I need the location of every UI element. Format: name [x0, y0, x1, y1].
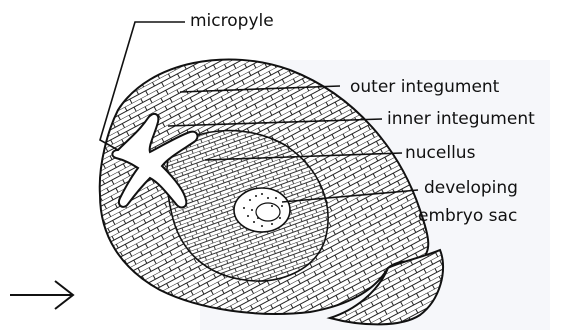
label-embryo-sac: embryo sac — [418, 206, 517, 226]
label-inner-integument: inner integument — [387, 109, 535, 129]
label-developing: developing — [424, 178, 518, 198]
label-micropyle: micropyle — [190, 11, 274, 31]
arrow-right-icon — [10, 281, 73, 309]
label-outer-integument: outer integument — [350, 77, 500, 97]
label-nucellus: nucellus — [405, 143, 476, 163]
